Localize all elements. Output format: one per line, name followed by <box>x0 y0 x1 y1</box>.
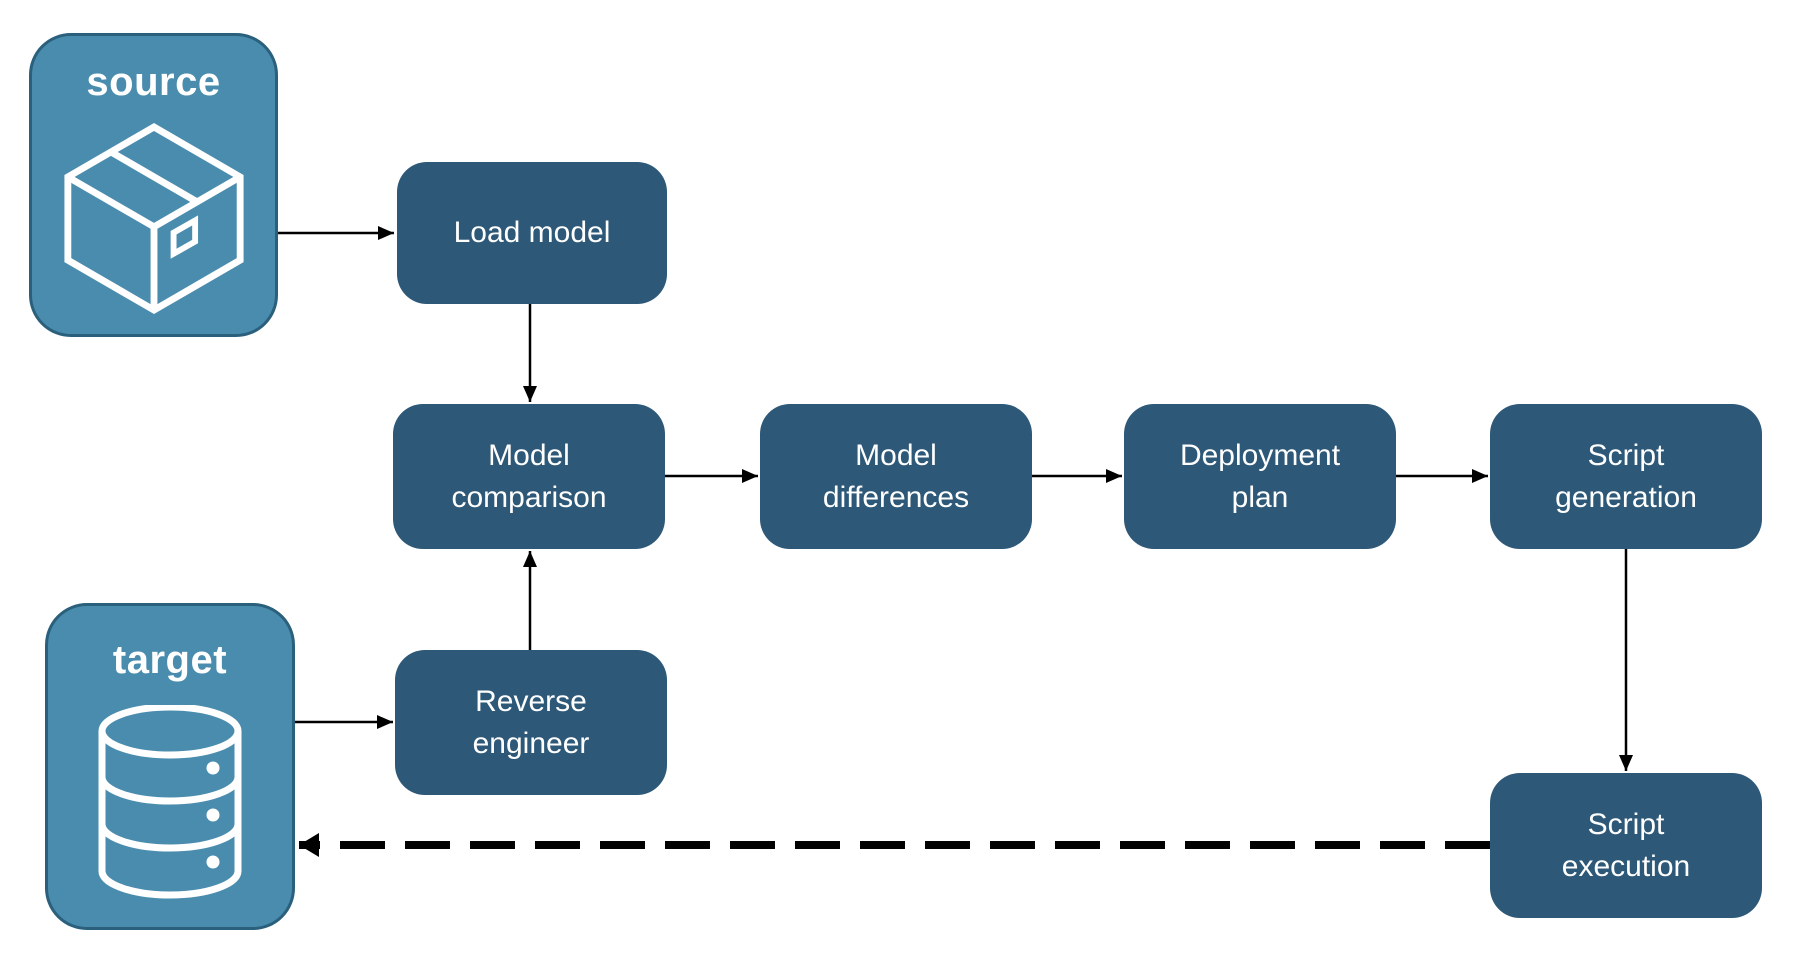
node-script-execution-label: Script execution <box>1561 807 1691 883</box>
node-script-execution: Script execution <box>1490 773 1762 918</box>
node-deployment-plan: Deployment plan <box>1124 404 1396 549</box>
package-icon <box>63 123 244 315</box>
target-box: target <box>45 603 295 930</box>
node-reverse-engineer: Reverse engineer <box>395 650 667 795</box>
node-load-model-label: Load model <box>453 216 611 249</box>
node-load-model: Load model <box>397 162 667 304</box>
target-label: target <box>112 638 228 682</box>
node-reverse-engineer-label: Reverse engineer <box>472 684 590 760</box>
source-box: source <box>29 33 278 337</box>
node-deployment-plan-label: Deployment plan <box>1179 438 1341 514</box>
node-model-differences: Model differences <box>760 404 1032 549</box>
node-script-generation: Script generation <box>1490 404 1762 549</box>
node-model-comparison-label: Model comparison <box>451 438 607 514</box>
node-script-generation-label: Script generation <box>1555 438 1697 514</box>
source-label: source <box>86 60 221 104</box>
database-icon <box>98 705 242 899</box>
node-model-comparison: Model comparison <box>393 404 665 549</box>
node-model-differences-label: Model differences <box>822 438 970 514</box>
